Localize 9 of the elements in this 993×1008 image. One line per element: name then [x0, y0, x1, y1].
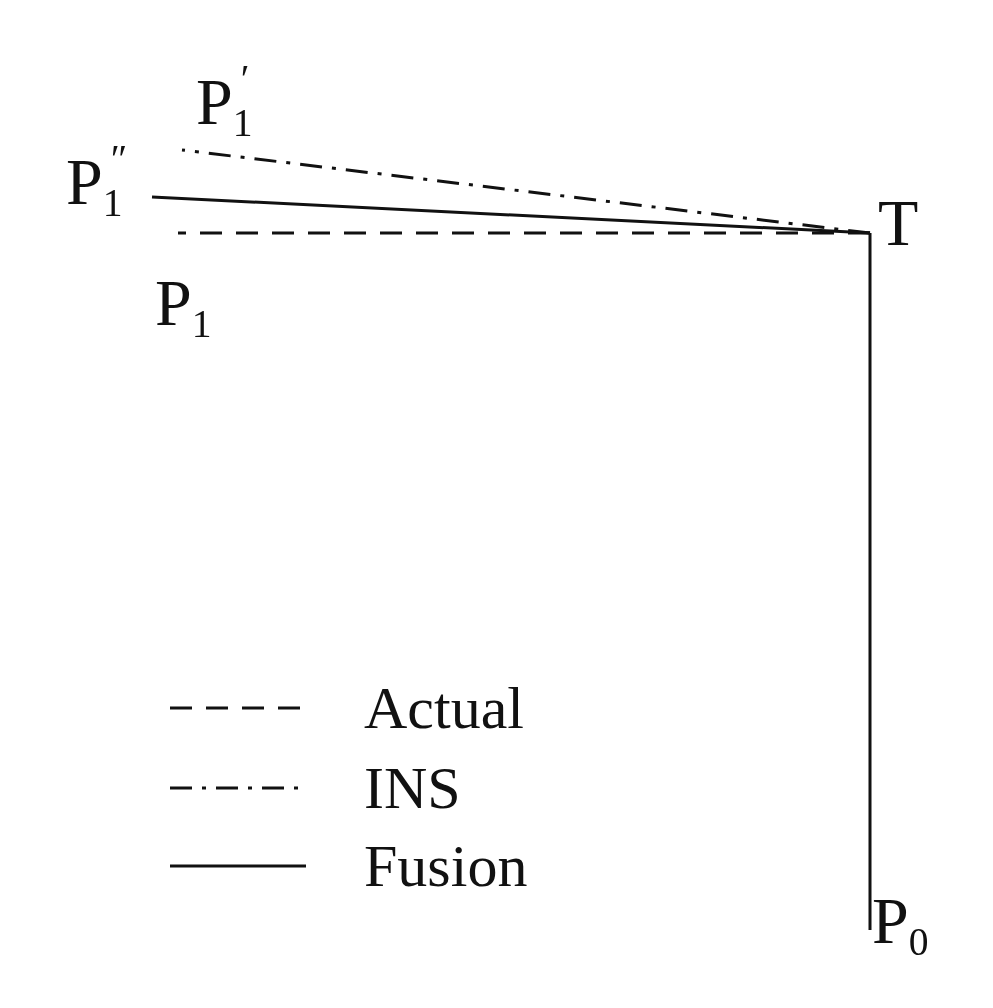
- legend-label: Fusion: [364, 836, 528, 896]
- connector-line: [151, 195, 871, 235]
- point-label: P$_{1}$: [155, 270, 212, 345]
- legend-label: Actual: [364, 678, 524, 738]
- connector-line: [868, 233, 872, 930]
- point-label: T: [878, 190, 919, 256]
- point-label: P$_{0}$: [872, 888, 929, 963]
- legend-label: INS: [364, 758, 461, 818]
- connector-line: [178, 231, 870, 235]
